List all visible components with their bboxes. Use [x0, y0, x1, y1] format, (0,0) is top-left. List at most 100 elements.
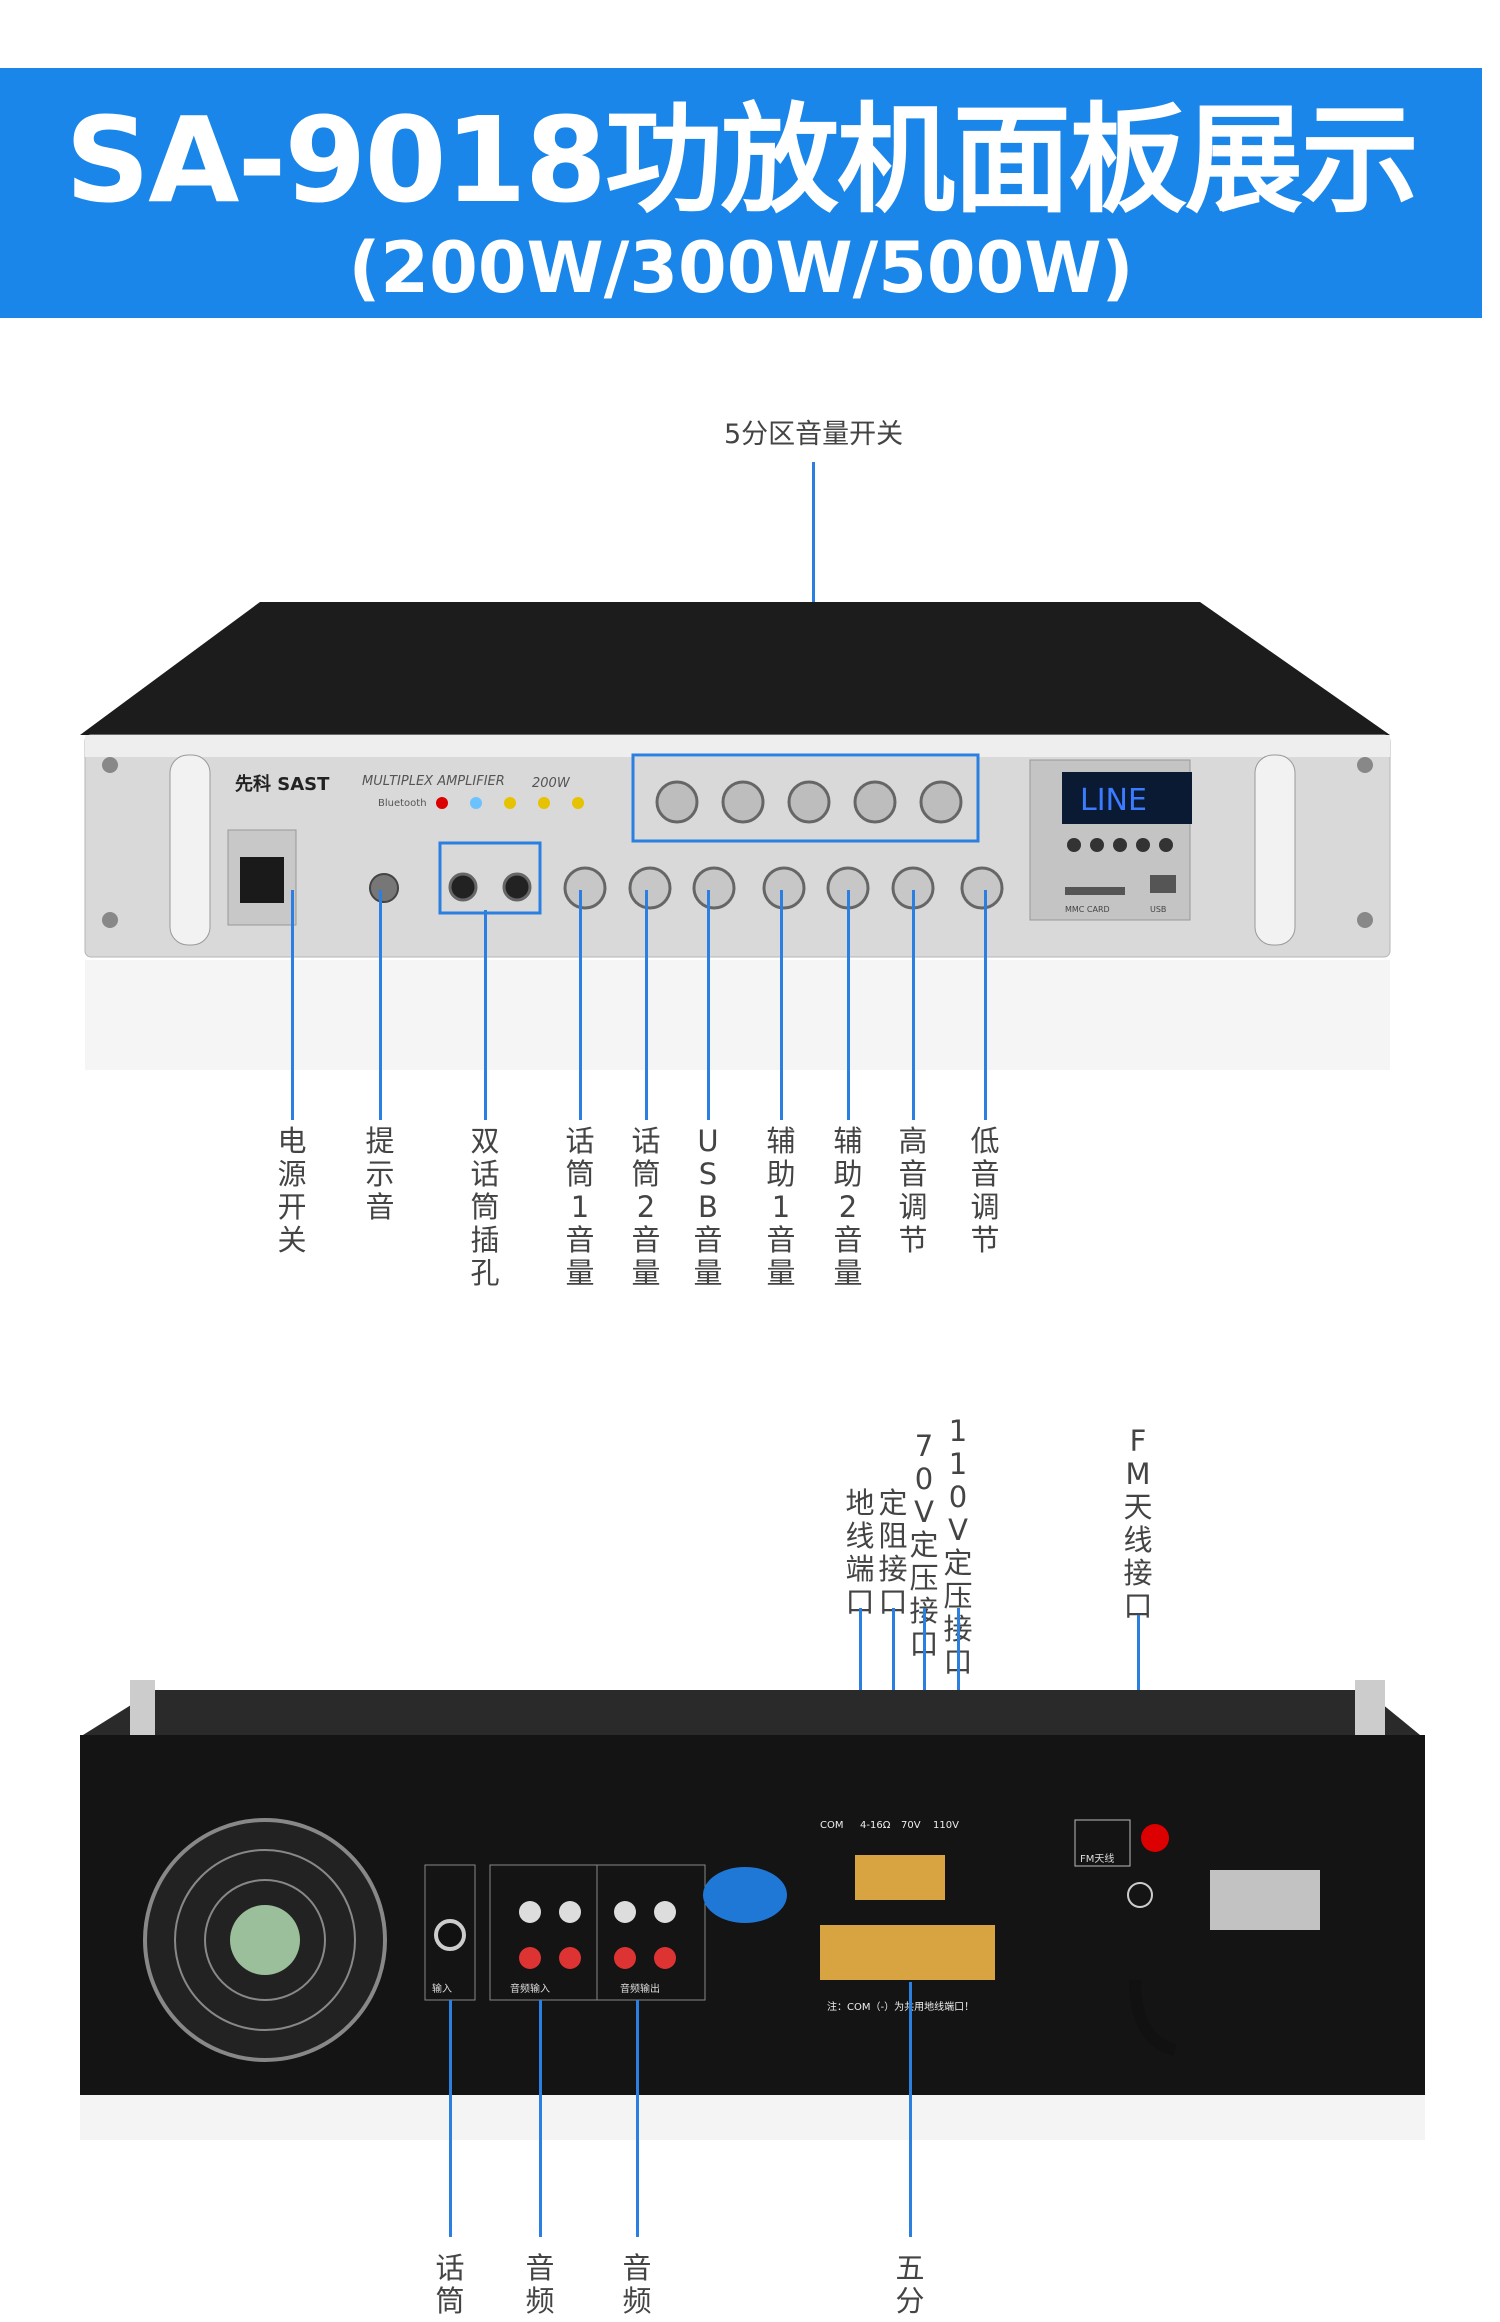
rca-jack[interactable] [614, 1947, 636, 1969]
rear-bottom-pointer [636, 2000, 639, 2237]
zone-knobs-highlight [631, 753, 980, 843]
usb-port[interactable] [1150, 875, 1176, 893]
audio-in-text: 音频输入 [510, 1982, 550, 1995]
usb-volume-knob[interactable] [692, 866, 736, 910]
zone-volume-knob[interactable] [787, 780, 831, 824]
right-rack-handle [1254, 754, 1296, 946]
front-pointer-line [707, 890, 710, 1120]
rear-ear [130, 1680, 155, 1735]
rca-jack[interactable] [654, 1947, 676, 1969]
rear-top-label-1: 定阻接口 [878, 1486, 908, 1619]
hint-tone-button[interactable] [369, 873, 399, 903]
fm-antenna-port[interactable] [1141, 1824, 1169, 1852]
media-button[interactable] [1159, 838, 1173, 852]
terminal-note: 注：COM（-）为共用地线端口！ [827, 2000, 974, 2013]
rca-jack[interactable] [559, 1901, 581, 1923]
mic-jack-2[interactable] [502, 872, 532, 902]
card-slot[interactable] [1065, 887, 1125, 895]
zone-volume-knob[interactable] [853, 780, 897, 824]
rear-mic-jack[interactable] [434, 1919, 466, 1951]
front-label-4: 话筒2音量 [631, 1124, 661, 1290]
terminal-ohm: 4-16Ω [860, 1820, 891, 1831]
left-rack-handle [169, 754, 211, 946]
rear-bottom-pointer [909, 1982, 912, 2237]
media-button[interactable] [1113, 838, 1127, 852]
front-pointer-line [579, 890, 582, 1120]
rca-jack[interactable] [519, 1901, 541, 1923]
rack-hole [1357, 912, 1373, 928]
warning-labels [1210, 1870, 1320, 1930]
chassis-top [83, 1690, 1420, 1735]
terminal-70v: 70V [901, 1820, 921, 1831]
model-text: MULTIPLEX AMPLIFIER [362, 774, 505, 789]
power-text: 200W [532, 776, 571, 791]
input-text: 输入 [432, 1982, 452, 1995]
faceplate-highlight [85, 735, 1390, 757]
rear-panel-image: 输入 音频输入 音频输出 COM 4-16Ω 70V 110V 注：COM（-）… [80, 1680, 1425, 2140]
rack-hole [1357, 757, 1373, 773]
aux1-volume-knob[interactable] [762, 866, 806, 910]
mic-jack-1[interactable] [448, 872, 478, 902]
power-cord [1129, 1979, 1177, 2056]
display-text: LINE [1080, 783, 1147, 818]
brand-logo: 先科 SAST [235, 773, 330, 795]
terminal-110v: 110V [933, 1820, 959, 1831]
rca-jack[interactable] [614, 1901, 636, 1923]
led-display [1062, 772, 1192, 824]
mic2-volume-knob[interactable] [628, 866, 672, 910]
rca-jack[interactable] [519, 1947, 541, 1969]
rack-hole [102, 757, 118, 773]
power-switch[interactable] [240, 857, 284, 903]
rack-hole [102, 912, 118, 928]
banner-title: SA-9018功放机面板展示 [65, 91, 1419, 229]
front-pointer-line [984, 890, 987, 1120]
rear-bottom-label-0: 话筒 [435, 2251, 465, 2318]
bass-knob[interactable] [960, 866, 1004, 910]
media-button[interactable] [1067, 838, 1081, 852]
rear-bottom-pointer [449, 2000, 452, 2237]
mic-jack-highlight [438, 841, 542, 915]
front-panel-image: 先科 SAST MULTIPLEX AMPLIFIER 200W Bluetoo… [80, 602, 1391, 1070]
fan-guard [204, 1879, 326, 2001]
front-label-8: 高音调节 [898, 1124, 928, 1257]
front-pointer-line [645, 890, 648, 1120]
media-button[interactable] [1136, 838, 1150, 852]
rear-bottom-label-2: 音频 [622, 2251, 652, 2318]
fan-guard [174, 1849, 356, 2031]
bluetooth-text: Bluetooth [378, 798, 427, 809]
front-label-0: 电源开关 [277, 1124, 307, 1257]
rca-jack[interactable] [654, 1901, 676, 1923]
front-label-2: 双话筒插孔 [470, 1124, 500, 1290]
media-button[interactable] [1090, 838, 1104, 852]
zone-volume-switch-label: 5分区音量开关 [724, 419, 904, 450]
front-label-3: 话筒1音量 [565, 1124, 595, 1290]
led-indicator [572, 797, 584, 809]
front-pointer-line [484, 910, 487, 1120]
rca-jack[interactable] [559, 1947, 581, 1969]
mic1-volume-knob[interactable] [563, 866, 607, 910]
usb-text: USB [1150, 905, 1166, 914]
front-pointer-line [847, 890, 850, 1120]
zone-volume-knob[interactable] [721, 780, 765, 824]
front-pointer-line [291, 890, 294, 1120]
front-label-5: USB音量 [693, 1124, 723, 1290]
terminal-com: COM [820, 1820, 843, 1831]
fan-hub [230, 1905, 300, 1975]
front-label-6: 辅助1音量 [766, 1124, 796, 1290]
chassis-top [80, 602, 1390, 735]
rear-ear [1355, 1680, 1385, 1735]
front-pointer-line [912, 890, 915, 1120]
certificate-badge [703, 1867, 787, 1923]
led-indicator [436, 797, 448, 809]
audio-out-text: 音频输出 [620, 1982, 660, 1995]
led-indicator [538, 797, 550, 809]
zone-volume-knob[interactable] [919, 780, 963, 824]
zone-terminal-strip[interactable] [820, 1925, 995, 1980]
led-indicator [504, 797, 516, 809]
front-label-1: 提示音 [365, 1124, 395, 1224]
led-indicator [470, 797, 482, 809]
fm-antenna-box [1074, 1819, 1131, 1867]
zone-volume-knob[interactable] [655, 780, 699, 824]
output-terminal-top[interactable] [855, 1855, 945, 1900]
rear-top-label-4: FM天线接口 [1123, 1424, 1153, 1623]
